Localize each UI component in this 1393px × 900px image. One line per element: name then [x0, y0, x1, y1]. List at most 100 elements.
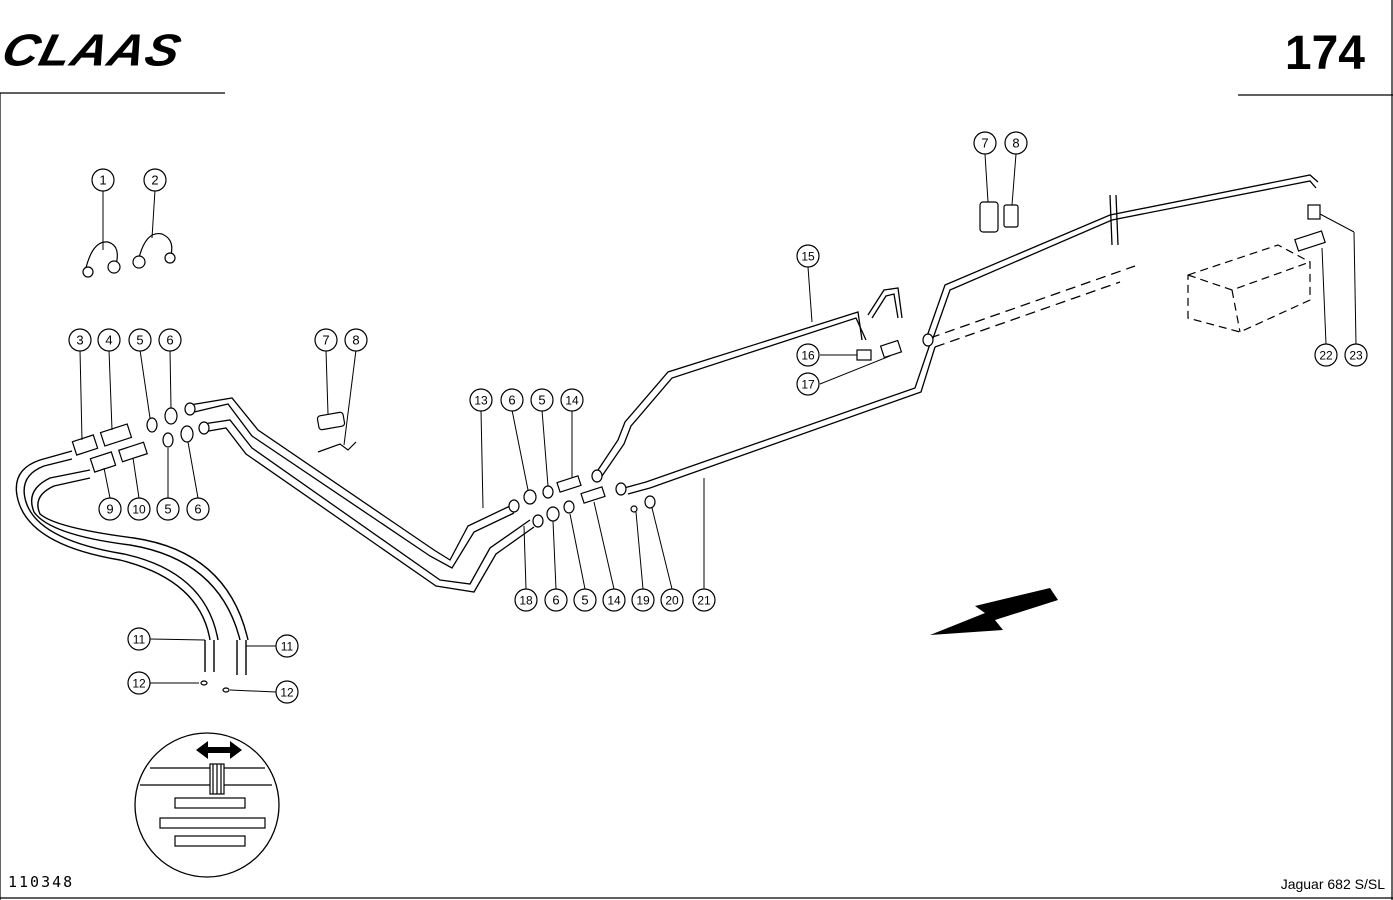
callout-label: 8	[1012, 136, 1019, 151]
drawing-number: 110348	[8, 873, 75, 891]
callout-circle	[500, 388, 524, 412]
callout-circle	[1314, 343, 1338, 367]
callout-label: 5	[538, 393, 545, 408]
callout-13: 13	[469, 388, 493, 412]
callout-circle	[973, 131, 997, 155]
callout-circle	[1004, 131, 1028, 155]
callout-circle	[97, 328, 121, 352]
callout-label: 7	[322, 333, 329, 348]
callout-circle	[660, 588, 684, 612]
callout-circle	[127, 671, 151, 695]
callout-circle	[1344, 343, 1368, 367]
model-name: Jaguar 682 S/SL	[1280, 876, 1385, 892]
callout-label: 14	[565, 394, 579, 408]
callout-21: 21	[692, 588, 716, 612]
callout-circle	[530, 388, 554, 412]
callout-label: 14	[607, 594, 621, 608]
callout-label: 6	[194, 502, 201, 517]
callout-5: 5	[156, 497, 180, 521]
callout-label: 10	[132, 503, 146, 517]
callout-label: 2	[151, 173, 158, 188]
callout-5: 5	[128, 328, 152, 352]
page-number: 174	[1284, 27, 1365, 80]
callout-label: 7	[981, 136, 988, 151]
callout-12: 12	[275, 680, 299, 704]
callout-circle	[796, 343, 820, 367]
callout-label: 6	[166, 333, 173, 348]
callout-8: 8	[344, 328, 368, 352]
callout-label: 6	[552, 593, 559, 608]
callout-circle	[631, 588, 655, 612]
callout-label: 15	[801, 250, 815, 264]
callout-8: 8	[1004, 131, 1028, 155]
callout-11: 11	[275, 634, 299, 658]
callout-10: 10	[127, 497, 151, 521]
callout-label: 20	[665, 594, 679, 608]
callout-circle	[158, 328, 182, 352]
callout-20: 20	[660, 588, 684, 612]
callout-label: 22	[1319, 349, 1333, 363]
callout-circle	[143, 168, 167, 192]
leader-lines	[79, 153, 1357, 693]
callout-circle	[344, 328, 368, 352]
callout-label: 8	[352, 333, 359, 348]
callout-label: 21	[697, 594, 711, 608]
callout-circle	[128, 328, 152, 352]
callout-circle	[275, 634, 299, 658]
callout-label: 1	[99, 173, 106, 188]
callout-circle	[127, 627, 151, 651]
callout-circle	[186, 497, 210, 521]
callout-18: 18	[514, 588, 538, 612]
callout-9: 9	[98, 497, 122, 521]
callout-6: 6	[158, 328, 182, 352]
callout-label: 11	[281, 640, 294, 654]
callout-label: 3	[76, 333, 83, 348]
callout-circle	[156, 497, 180, 521]
callout-circle	[314, 328, 338, 352]
callout-label: 12	[132, 677, 146, 691]
callout-label: 13	[474, 394, 488, 408]
callout-6: 6	[544, 588, 568, 612]
callout-23: 23	[1344, 343, 1368, 367]
callout-2: 2	[143, 168, 167, 192]
callout-label: 12	[280, 686, 294, 700]
callout-5: 5	[530, 388, 554, 412]
direction-arrow-icon	[930, 588, 1058, 635]
callout-7: 7	[973, 131, 997, 155]
callout-17: 17	[796, 372, 820, 396]
callout-7: 7	[314, 328, 338, 352]
callout-circle	[469, 388, 493, 412]
callout-label: 23	[1349, 349, 1363, 363]
callout-3: 3	[68, 328, 92, 352]
callout-label: 19	[636, 594, 650, 608]
callout-22: 22	[1314, 343, 1338, 367]
callout-label: 6	[508, 393, 515, 408]
double-arrow-icon	[196, 741, 242, 759]
callout-15: 15	[796, 244, 820, 268]
callout-circle	[127, 497, 151, 521]
callout-circle	[602, 588, 626, 612]
callout-5: 5	[573, 588, 597, 612]
callout-circle	[91, 168, 115, 192]
callout-circle	[692, 588, 716, 612]
callout-4: 4	[97, 328, 121, 352]
reference-block-outline	[1187, 244, 1311, 333]
callout-label: 11	[133, 633, 146, 647]
callout-circle	[514, 588, 538, 612]
callout-label: 18	[519, 594, 533, 608]
callout-circle	[68, 328, 92, 352]
callout-circle	[98, 497, 122, 521]
callout-label: 4	[105, 333, 112, 348]
callout-label: 9	[106, 502, 113, 517]
callout-circle	[544, 588, 568, 612]
callout-circle	[796, 372, 820, 396]
callout-label: 5	[136, 333, 143, 348]
detail-inset	[134, 732, 280, 878]
hydraulic-hoses	[15, 450, 249, 675]
callout-14: 14	[560, 388, 584, 412]
callout-label: 16	[801, 349, 815, 363]
callout-1: 1	[91, 168, 115, 192]
callout-11: 11	[127, 627, 151, 651]
fittings	[71, 201, 1326, 693]
